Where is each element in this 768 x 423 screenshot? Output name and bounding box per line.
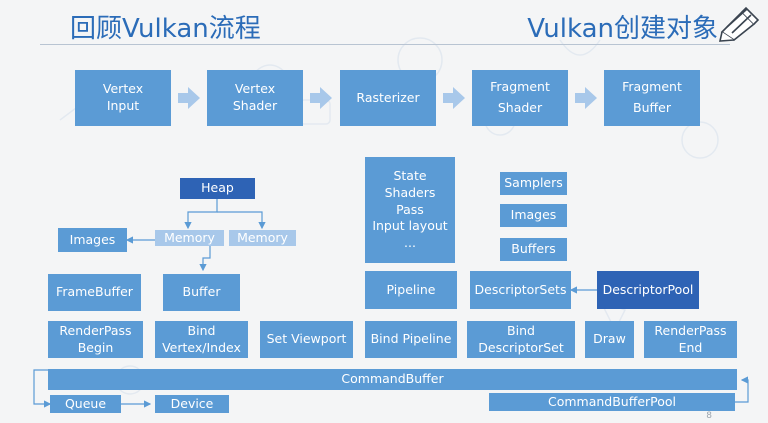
device-node: Device [155,395,229,413]
pencil-icon [718,6,760,42]
command-buffer-bar: CommandBuffer [48,369,737,390]
memory-node: Memory [229,230,296,246]
cmd-line2: Vertex/Index [162,339,241,355]
cmd-set-viewport: Set Viewport [260,321,353,358]
cmd-draw: Draw [585,321,634,358]
cmd-line2: DescriptorSet [478,339,564,355]
buffer-node: Buffer [163,274,240,311]
state-line: ... [404,235,416,251]
memory-node: Memory [155,230,224,246]
cmd-bind-pipeline: Bind Pipeline [365,321,457,358]
cmd-line2: Begin [77,339,114,355]
images-node: Images [58,228,127,252]
command-buffer-pool-node: CommandBufferPool [489,393,735,411]
stage-line1: Vertex [102,81,144,97]
state-line: Shaders [384,184,436,200]
stage-line2: Buffer [633,100,671,115]
stage-line2: Shader [232,98,278,113]
descriptor-pool-node: DescriptorPool [597,271,699,309]
cmd-line1: Draw [593,331,626,347]
pipeline-node: Pipeline [365,271,457,309]
heap-node: Heap [180,178,255,199]
cmd-line1: RenderPass [654,322,727,338]
cmd-line1: Bind [187,322,216,338]
images-resource-node: Images [500,204,567,227]
cmd-line1: Set Viewport [266,331,347,347]
state-line: Pass [396,201,424,217]
arrow-right-icon [443,87,465,109]
cmd-line1: Bind [507,322,535,338]
page-title: 回顾Vulkan流程 [70,14,261,44]
arrow-right-icon [310,87,332,109]
cmd-line2: End [678,339,703,355]
pipeline-state-node: State Shaders Pass Input layout ... [365,157,455,263]
state-line: State [393,167,427,183]
stage-line1: Vertex [234,81,276,97]
stage-line1: Fragment [490,79,550,95]
queue-node: Queue [50,395,121,413]
stage-line1: Fragment [622,79,682,95]
stage-rasterizer: Rasterizer [340,70,436,126]
framebuffer-node: FrameBuffer [48,274,141,311]
buffers-node: Buffers [500,238,567,261]
arrow-right-icon [178,87,200,109]
title-divider [40,44,730,45]
stage-line2: Input [106,98,140,113]
arrow-right-icon [575,87,597,109]
cmd-line1: RenderPass [59,322,132,338]
descriptor-sets-node: DescriptorSets [470,271,571,309]
stage-line1: Rasterizer [356,89,420,105]
state-line: Input layout [372,218,448,234]
page-number: 8 [706,411,712,421]
samplers-node: Samplers [500,172,567,195]
stage-line2: Shader [497,100,543,115]
section-title: Vulkan创建对象 [527,14,718,44]
cmd-line1: Bind Pipeline [370,331,452,347]
